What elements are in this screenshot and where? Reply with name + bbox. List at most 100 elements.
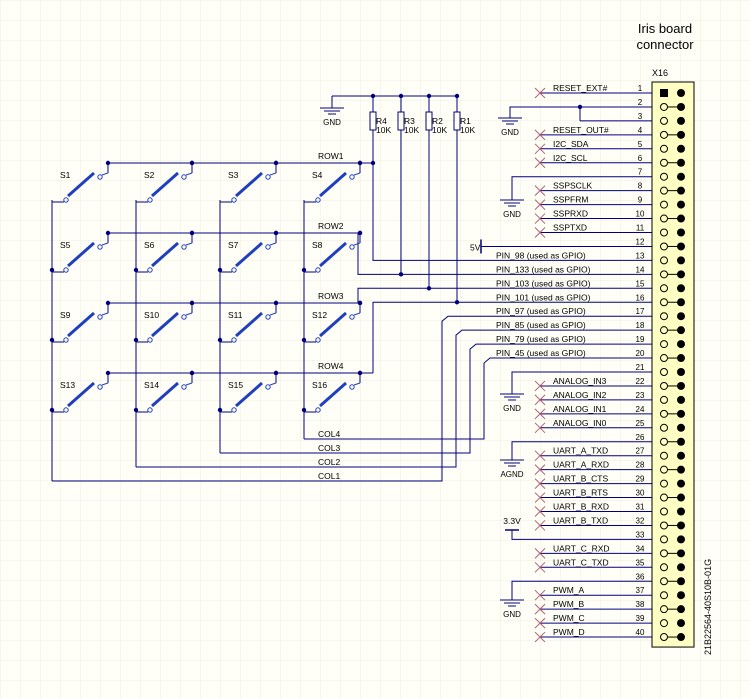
switch-contact	[63, 407, 69, 413]
net-label: UART_B_RXD	[553, 502, 609, 512]
agnd-net-wire	[511, 441, 612, 460]
pin-contact	[677, 354, 685, 363]
switch-s3	[220, 163, 277, 203]
no-connect-mark	[534, 603, 546, 615]
net-label: RESET_OUT#	[553, 125, 609, 135]
pin-number: 16	[636, 293, 645, 302]
switch-label: S15	[228, 380, 243, 390]
switch-lever	[235, 381, 263, 408]
no-connect-mark	[534, 589, 546, 601]
switch-label: S14	[144, 380, 159, 390]
pin-number: 31	[636, 503, 645, 512]
5v-label: 5V	[470, 242, 481, 252]
junction-dot	[426, 286, 432, 291]
pin-contact	[677, 423, 685, 432]
no-connect-mark	[534, 561, 546, 573]
pin-contact	[677, 563, 685, 572]
title-line-1: Iris board	[638, 21, 692, 36]
pin-contact	[677, 340, 685, 349]
switch-contact	[181, 314, 187, 320]
switch-lever	[319, 171, 347, 198]
pin-contact	[660, 172, 668, 181]
switch-contact	[181, 384, 187, 390]
row-label: ROW2	[318, 221, 344, 231]
junction-dot	[217, 267, 223, 273]
pin-number: 3	[638, 112, 643, 121]
pin-number: 40	[636, 628, 645, 637]
no-connect-mark	[534, 478, 546, 489]
pin-contact	[677, 479, 685, 488]
resistor-value: 10K	[432, 125, 447, 135]
switch-contact	[181, 244, 187, 250]
switch-contact	[349, 384, 355, 390]
row-label: ROW4	[318, 361, 344, 371]
net-label: PIN_97 (used as GPIO)	[496, 306, 586, 316]
resistor-ref: R1	[460, 116, 471, 126]
pin-contact	[677, 256, 685, 265]
resistor-ref: R3	[404, 116, 415, 126]
switch-contact	[231, 337, 237, 343]
net-label: SSPTXD	[553, 223, 587, 233]
pin-number: 29	[636, 475, 645, 484]
pin-number: 18	[636, 321, 645, 330]
switch-contact	[231, 197, 237, 203]
net-label: PIN_45 (used as GPIO)	[496, 348, 586, 358]
pin-contact	[677, 186, 685, 195]
pin-contact	[677, 130, 685, 139]
no-connect-mark	[534, 227, 546, 238]
column-to-gpio-wire	[304, 357, 612, 440]
pin-contact	[660, 158, 668, 167]
resistor-ref: R2	[432, 116, 443, 126]
switch-lever	[67, 171, 95, 198]
switch-contact	[349, 174, 355, 180]
junction-dot	[133, 407, 139, 413]
pin-contact	[677, 493, 685, 502]
pin-contact	[660, 312, 668, 321]
switch-label: S6	[144, 240, 155, 250]
pin-number: 21	[636, 363, 645, 372]
switch-lever	[235, 171, 263, 198]
pin-contact	[677, 228, 685, 237]
switch-label: S16	[312, 380, 327, 390]
no-connect-mark	[534, 87, 546, 99]
switch-contact	[265, 314, 271, 320]
pin-number: 27	[636, 447, 645, 456]
net-label: ANALOG_IN3	[553, 376, 607, 386]
switch-s5	[52, 233, 109, 273]
switch-contact	[349, 244, 355, 250]
pin-contact	[677, 298, 685, 307]
switch-lever	[235, 311, 263, 338]
net-label: PIN_103 (used as GPIO)	[496, 278, 591, 288]
pin-contact	[660, 549, 668, 558]
pin-number: 25	[636, 419, 645, 428]
no-connect-mark	[534, 129, 546, 141]
switch-lever	[67, 311, 95, 338]
ground-label: GND	[323, 118, 341, 127]
resistor-body	[397, 111, 405, 131]
switch-label: S1	[60, 170, 71, 180]
ground-symbol-pin-21	[500, 393, 524, 401]
switch-lead	[353, 312, 361, 316]
switch-label: S12	[312, 310, 327, 320]
resistor-value: 10K	[404, 125, 419, 135]
switch-s2	[136, 163, 193, 203]
pin-number: 4	[638, 126, 643, 135]
pin-contact	[660, 423, 668, 432]
gnd-net-wire	[511, 176, 612, 200]
switch-lead	[101, 312, 109, 316]
switch-lead	[101, 382, 109, 386]
net-label: PIN_133 (used as GPIO)	[496, 264, 591, 274]
switch-lever	[151, 311, 179, 338]
switch-contact	[97, 174, 103, 180]
pin-contact	[677, 312, 685, 321]
switch-contact	[97, 244, 103, 250]
no-connect-mark	[534, 631, 546, 643]
pin-contact	[660, 270, 668, 279]
pin-contact	[677, 102, 685, 111]
switch-s1	[52, 163, 109, 203]
net-label: I2C_SDA	[553, 139, 589, 149]
switch-lead	[269, 242, 277, 246]
resistor-value: 10K	[460, 125, 475, 135]
pin-number: 37	[636, 586, 645, 595]
